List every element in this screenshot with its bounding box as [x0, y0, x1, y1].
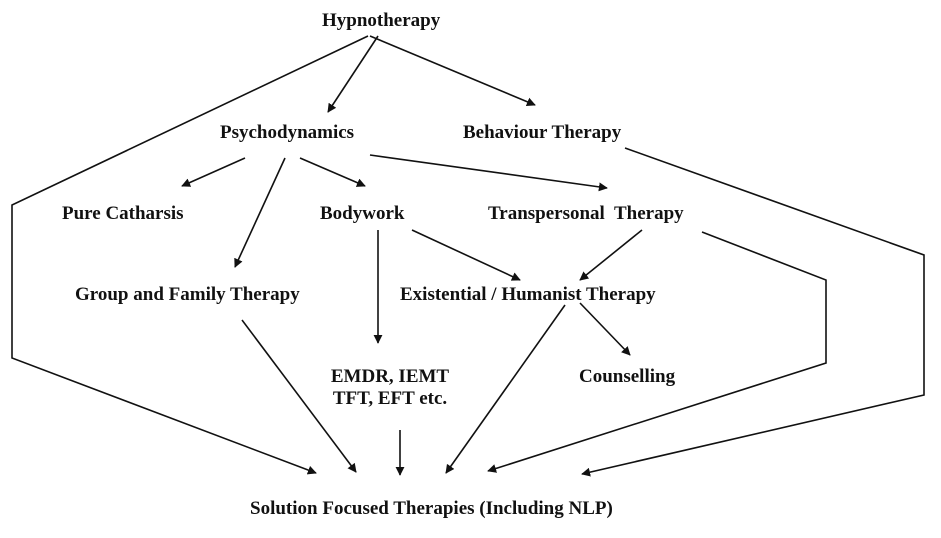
edge-bodywork-to-existential	[411, 229, 521, 281]
edge-psychodynamics-to-bodywork	[299, 157, 366, 187]
node-solution-focused-therapies: Solution Focused Therapies (Including NL…	[250, 498, 613, 519]
node-psychodynamics: Psychodynamics	[220, 122, 355, 143]
edge-hypnotherapy-to-behaviour	[369, 35, 536, 107]
edge-group-to-solution	[241, 319, 357, 473]
node-emdr-group: EMDR, IEMT TFT, EFT etc.	[310, 366, 470, 410]
edge-existential-to-counselling	[579, 302, 631, 356]
edge-psychodynamics-to-group	[234, 157, 286, 268]
node-existential-humanist-therapy: Existential / Humanist Therapy	[400, 284, 656, 305]
node-transpersonal-therapy: Transpersonal Therapy	[488, 203, 684, 224]
node-emdr-line-2: TFT, EFT etc.	[332, 388, 448, 409]
edge-psychodynamics-to-transpersonal	[369, 154, 608, 192]
node-behaviour-therapy: Behaviour Therapy	[463, 122, 622, 143]
node-bodywork: Bodywork	[320, 203, 405, 224]
node-group-family-therapy: Group and Family Therapy	[75, 284, 300, 305]
edge-existential-to-solution	[445, 304, 566, 474]
node-emdr-line-1: EMDR, IEMT	[330, 366, 450, 387]
edge-behaviour-to-solution	[581, 147, 925, 477]
edge-transpersonal-to-existential	[579, 229, 643, 281]
edge-transpersonal-to-solution	[487, 231, 827, 473]
node-pure-catharsis: Pure Catharsis	[62, 203, 184, 224]
node-counselling: Counselling	[579, 366, 676, 387]
edge-hypnotherapy-to-solution	[11, 35, 369, 475]
edge-psychodynamics-to-catharsis	[181, 157, 246, 187]
edge-hypnotherapy-to-psychodynamics	[327, 35, 379, 113]
node-hypnotherapy: Hypnotherapy	[322, 10, 441, 31]
